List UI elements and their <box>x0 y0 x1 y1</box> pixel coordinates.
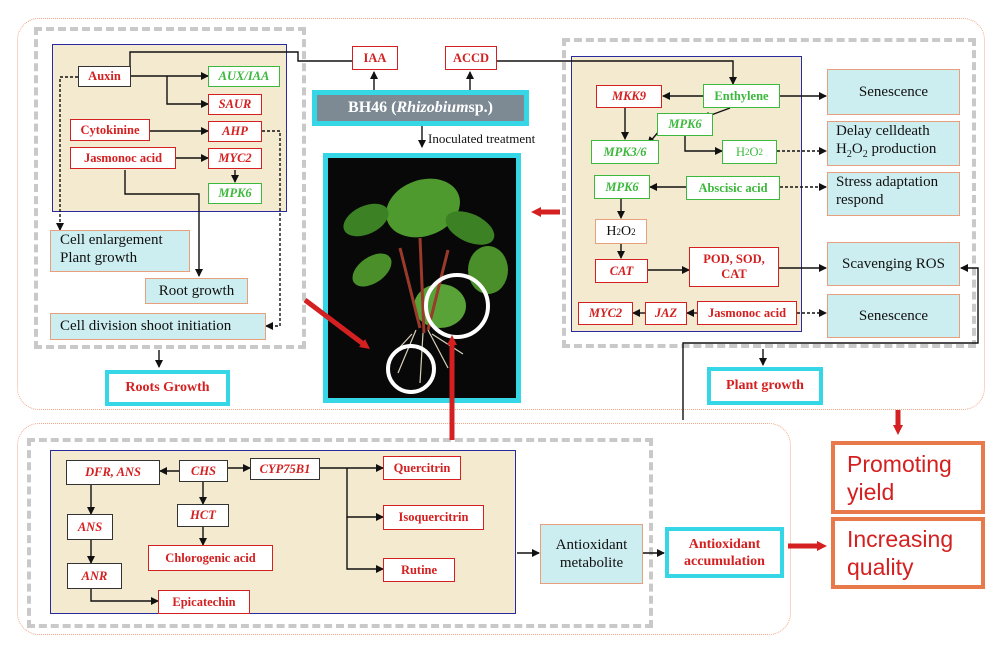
plant-leaf <box>386 178 460 238</box>
saur-node: SAUR <box>208 94 262 115</box>
scavenging-ros-outcome: Scavenging ROS <box>827 242 960 286</box>
arrow-accd-enthylene <box>497 60 737 85</box>
isoquercitrin-node: Isoquercitrin <box>383 505 484 530</box>
rutine-node: Rutine <box>383 558 455 582</box>
cat-node: CAT <box>595 259 648 283</box>
arrow-jasmonoc-rootgrowth <box>124 170 203 277</box>
plant-stem <box>398 237 450 334</box>
delay-celldeath-outcome: Delay celldeath H2O2 production <box>827 121 960 166</box>
mpk3-6-node: MPK3/6 <box>591 140 659 164</box>
pod-sod-cat-node: POD, SOD,CAT <box>689 247 779 287</box>
epicatechin-node: Epicatechin <box>158 590 250 614</box>
red-arrow-photo-roots <box>303 298 370 350</box>
abscisic-acid-node: Abscisic acid <box>686 176 780 200</box>
myc2-node-plant: MYC2 <box>578 302 633 325</box>
cytokinine-node: Cytokinine <box>70 119 150 141</box>
cell-division-outcome: Cell division shoot initiation <box>50 313 266 340</box>
ahp-node: AHP <box>208 121 262 142</box>
highlight-circle-roots <box>386 344 436 394</box>
roots-dashed-group <box>34 27 306 349</box>
arrow-cyp-rutine <box>346 517 384 573</box>
mkk9-node: MKK9 <box>596 85 662 108</box>
myc2-node: MYC2 <box>208 148 262 169</box>
cyp75b1-node: CYP75B1 <box>250 458 320 480</box>
bh46-label: BH46 (Rhizobium sp.) <box>312 90 529 126</box>
jasmonoc-acid-node: Jasmonoc acid <box>70 147 176 169</box>
aux-iaa-node: AUX/IAA <box>208 66 280 87</box>
roots-growth-title: Roots Growth <box>105 370 230 406</box>
quercitrin-node: Quercitrin <box>383 456 461 480</box>
enthylene-node: Enthylene <box>703 84 780 108</box>
accd-node: ACCD <box>445 46 497 70</box>
highlight-circle-leaf <box>424 273 490 339</box>
plant-dashed-group <box>562 38 976 348</box>
plant-roots <box>389 329 464 384</box>
plant-photo <box>343 178 508 394</box>
arrow-anr-epicatechin <box>90 589 159 605</box>
senescence-outcome-lower: Senescence <box>827 294 960 338</box>
chlorogenic-acid-node: Chlorogenic acid <box>148 545 273 571</box>
plant-leaf <box>352 253 392 287</box>
mpk6-node-upper: MPK6 <box>657 113 713 136</box>
plant-growth-title: Plant growth <box>707 367 823 405</box>
plant-leaf <box>343 203 389 237</box>
chs-node: CHS <box>179 460 228 482</box>
senescence-outcome-upper: Senescence <box>827 69 960 115</box>
arrow-cyp-isoquercitrin <box>346 468 384 521</box>
line-iaa-auxin <box>129 51 352 66</box>
plant-photo-frame <box>323 153 521 403</box>
ans-node: ANS <box>67 514 113 540</box>
hct-node: HCT <box>177 504 229 527</box>
arrow-mpk6-h2o2 <box>684 136 723 155</box>
lower-region <box>17 423 791 635</box>
root-growth-outcome: Root growth <box>145 278 248 304</box>
jasmonoc-acid-node-plant: Jasmonoc acid <box>697 301 797 325</box>
antioxidant-dashed-group <box>27 438 653 628</box>
inoculated-label: Inoculated treatment <box>428 131 536 146</box>
mpk6-node: MPK6 <box>208 183 262 204</box>
jaz-node: JAZ <box>645 302 687 325</box>
arrow-auxin-saur <box>166 76 209 108</box>
arrow-ahp-celldivision <box>262 130 281 330</box>
plant-leaf <box>445 211 495 245</box>
mpk6-node-lower: MPK6 <box>594 175 650 199</box>
iaa-node: IAA <box>352 46 398 70</box>
upper-region <box>17 18 985 410</box>
auxin-node: Auxin <box>78 66 131 87</box>
anr-node: ANR <box>67 563 122 589</box>
arrow-auxin-cellenlarge <box>56 76 78 231</box>
arrow-loop-scavenging <box>682 264 979 420</box>
dfr-ans-node: DFR, ANS <box>66 460 160 485</box>
